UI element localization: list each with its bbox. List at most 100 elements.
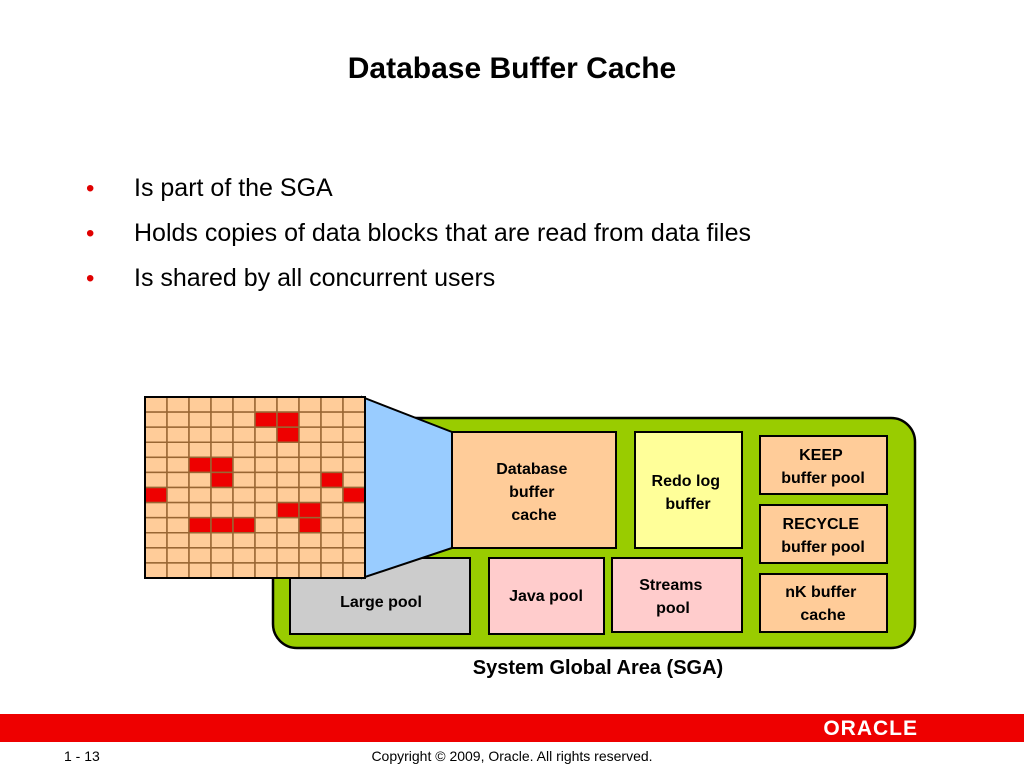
grid-cell [166,411,190,428]
grid-cell [232,396,256,413]
copyright-text: Copyright © 2009, Oracle. All rights res… [371,748,653,764]
grid-cell [166,441,190,459]
grid-cell [254,456,278,474]
grid-cell [144,456,168,474]
bullet-item: • Is shared by all concurrent users [82,256,751,301]
grid-cell [298,396,322,413]
bullet-list: • Is part of the SGA • Holds copies of d… [82,166,751,301]
grid-cell [210,396,234,413]
grid-cell [232,441,256,459]
bullet-text: Is part of the SGA [134,174,333,202]
nk-buffer-cache-box: nK buffer cache [759,573,888,633]
component-label: Streams [639,577,702,594]
grid-cell [166,547,190,564]
component-label: nK buffer [785,584,856,601]
grid-cell [342,426,366,443]
grid-cell [188,486,212,504]
grid-cell [232,456,256,474]
grid-cell [210,486,234,504]
grid-cell [144,516,168,534]
component-label: cache [511,507,556,524]
grid-cell [276,532,300,549]
bullet-text: Is shared by all concurrent users [134,264,496,292]
grid-cell [188,532,212,549]
grid-cell [188,501,212,519]
grid-cell [320,547,344,564]
svg-text:Java pool: Java pool [509,588,583,605]
grid-cell-cached [188,516,212,534]
grid-cell [232,426,256,443]
grid-cell [276,396,300,413]
grid-cell [320,456,344,474]
grid-cell-cached [298,516,322,534]
grid-cell [320,562,344,579]
keep-buffer-pool-box: KEEP buffer pool [759,435,888,495]
grid-cell [188,426,212,443]
grid-cell-cached [298,501,322,519]
grid-cell [276,471,300,489]
grid-cell [298,532,322,549]
grid-cell [254,532,278,549]
bullet-text: Holds copies of data blocks that are rea… [134,219,751,247]
grid-cell [254,396,278,413]
grid-cell [320,486,344,504]
grid-cell [210,562,234,579]
grid-cell [254,441,278,459]
database-buffer-cache-box: Database buffer cache [451,431,617,549]
grid-cell [166,456,190,474]
grid-cell [144,471,168,489]
component-label: Redo log [652,473,720,490]
grid-cell [342,441,366,459]
grid-cell [298,471,322,489]
grid-cell [232,547,256,564]
component-label: pool [656,600,690,617]
svg-text:Database buffer ca: Database buffer cache [496,461,572,524]
grid-cell [144,562,168,579]
page-number: 1 - 13 [64,748,100,764]
grid-cell [342,396,366,413]
grid-cell [166,486,190,504]
grid-cell [254,562,278,579]
svg-text:nK buffer cache: nK buffer cache [785,584,861,624]
grid-cell-cached [276,501,300,519]
footer-bar [0,714,1024,742]
grid-cell [232,471,256,489]
grid-cell [276,486,300,504]
grid-cell-cached [254,411,278,428]
grid-cell [254,516,278,534]
component-label: Database [496,461,567,478]
grid-cell [276,562,300,579]
grid-cell [320,501,344,519]
grid-cell [166,501,190,519]
grid-cell [166,471,190,489]
svg-text:Streams pool: Streams pool [639,577,707,617]
grid-cell [298,547,322,564]
bullet-item: • Holds copies of data blocks that are r… [82,211,751,256]
oracle-logo: ORACLE [823,717,918,740]
grid-cell-cached [232,516,256,534]
grid-cell [144,532,168,549]
grid-cell [188,471,212,489]
grid-cell [144,441,168,459]
grid-cell-cached [210,471,234,489]
grid-cell [210,501,234,519]
grid-cell [210,411,234,428]
recycle-buffer-pool-box: RECYCLE buffer pool [759,504,888,564]
grid-cell [254,426,278,443]
grid-cell [276,547,300,564]
grid-cell [144,501,168,519]
grid-cell [188,562,212,579]
grid-cell [232,486,256,504]
grid-cell [166,516,190,534]
grid-cell [298,411,322,428]
grid-cell [342,456,366,474]
grid-cell [320,532,344,549]
grid-cell [166,426,190,443]
sga-label: System Global Area (SGA) [472,657,724,679]
component-label: KEEP [799,447,843,464]
grid-cell [320,411,344,428]
slide-title: Database Buffer Cache [347,52,677,85]
grid-cell [210,426,234,443]
grid-cell [342,547,366,564]
grid-cell-cached [144,486,168,504]
